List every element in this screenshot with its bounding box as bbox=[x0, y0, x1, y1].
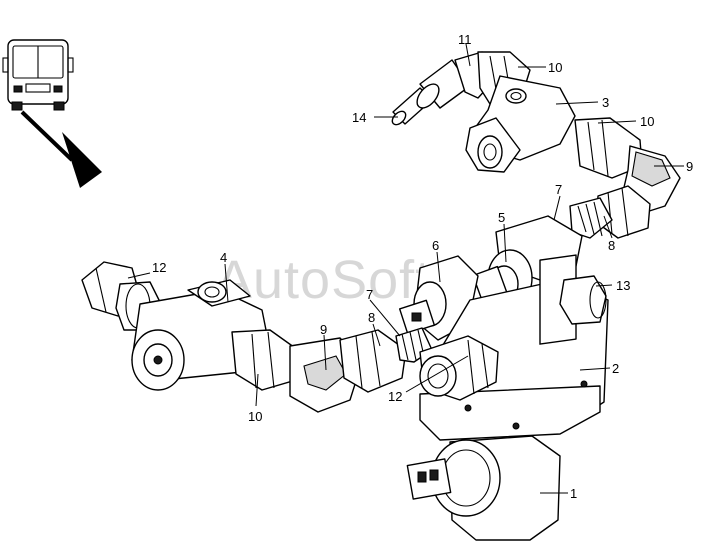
bus-icon bbox=[2, 39, 74, 111]
callout-12-left: 12 bbox=[152, 260, 166, 275]
callout-13: 13 bbox=[616, 278, 630, 293]
nut-10-upper-right bbox=[574, 117, 643, 179]
hose-14 bbox=[391, 59, 471, 126]
callout-3: 3 bbox=[602, 95, 609, 110]
leader-lines bbox=[127, 43, 684, 494]
callout-6: 6 bbox=[432, 238, 439, 253]
callout-9-lower: 9 bbox=[320, 322, 327, 337]
callout-2: 2 bbox=[612, 361, 619, 376]
callout-10-left: 10 bbox=[248, 409, 262, 424]
direction-arrow-icon bbox=[20, 110, 102, 188]
nut-8-lower bbox=[339, 329, 407, 393]
callout-10-right: 10 bbox=[640, 114, 654, 129]
tee-fitting-3 bbox=[465, 75, 576, 173]
callout-11: 11 bbox=[458, 32, 472, 47]
watermark: AutoSoft bbox=[216, 250, 431, 310]
callout-5: 5 bbox=[498, 210, 505, 225]
callout-9-right: 9 bbox=[686, 159, 693, 174]
callout-labels: 11 10 3 10 9 14 7 5 8 6 12 4 13 7 8 9 2 … bbox=[152, 32, 693, 501]
callout-8-upper: 8 bbox=[608, 238, 615, 253]
port-13 bbox=[559, 275, 607, 325]
valve-body-2 bbox=[419, 254, 609, 441]
callout-7-upper: 7 bbox=[555, 182, 562, 197]
callout-7-lower: 7 bbox=[366, 287, 373, 302]
base-valve-1 bbox=[406, 435, 561, 541]
callout-1: 1 bbox=[570, 486, 577, 501]
nut-10-left bbox=[231, 329, 299, 391]
callout-4: 4 bbox=[220, 250, 227, 265]
callout-10-top: 10 bbox=[548, 60, 562, 75]
nut-12-left bbox=[81, 261, 161, 331]
threaded-adapter-7-upper bbox=[569, 197, 613, 239]
callout-12-center: 12 bbox=[388, 389, 402, 404]
callout-8-lower: 8 bbox=[368, 310, 375, 325]
coupler-12-center bbox=[419, 335, 499, 401]
callout-14: 14 bbox=[352, 110, 366, 125]
nut-8-upper bbox=[595, 185, 651, 239]
